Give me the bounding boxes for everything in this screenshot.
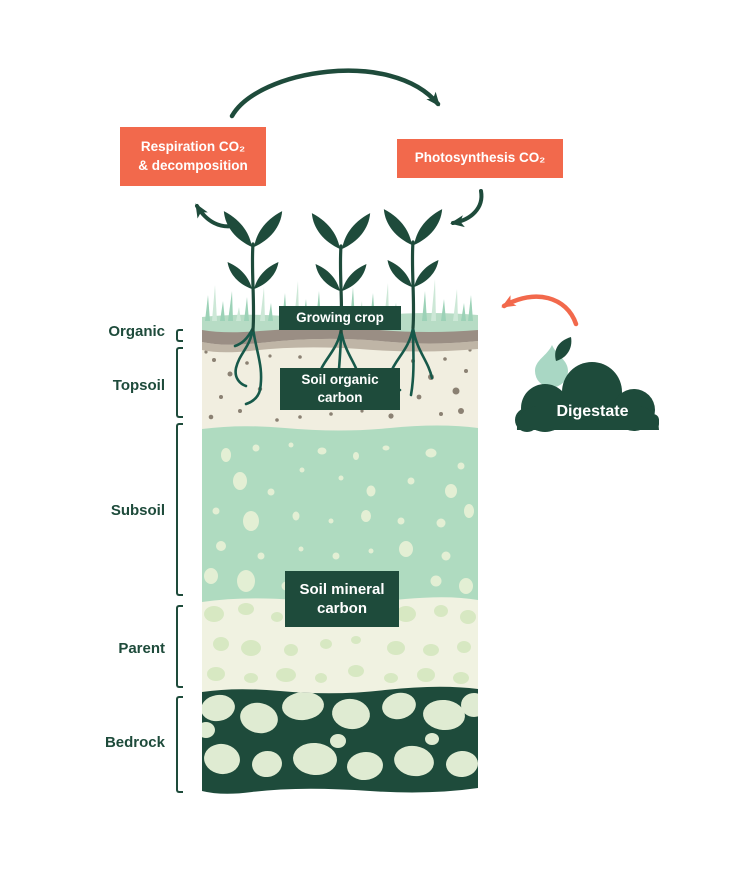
layer-label-topsoil: Topsoil	[112, 377, 165, 394]
layer-label-subsoil: Subsoil	[110, 502, 165, 519]
bracket-parent	[176, 605, 183, 688]
photosynthesis-box: Photosynthesis CO₂	[397, 139, 563, 178]
soil-column	[202, 313, 478, 794]
droplet-icon	[535, 345, 568, 388]
cycle-arrow-right	[450, 189, 484, 228]
digestate-mound-icon	[515, 362, 659, 432]
digestate-arrow	[501, 294, 579, 327]
cycle-arrows	[195, 68, 484, 229]
cycle-arrow-top	[229, 68, 441, 119]
bracket-bedrock	[176, 696, 183, 793]
bracket-topsoil	[176, 347, 183, 418]
subsoil-layer	[202, 425, 478, 612]
digestate-group	[501, 294, 659, 432]
cycle-arrow-left	[195, 203, 240, 229]
bracket-organic	[176, 329, 183, 342]
layer-label-parent: Parent	[118, 640, 165, 657]
layer-label-organic: Organic	[108, 323, 165, 340]
droplet-leaf-icon	[555, 337, 572, 361]
soil-organic-carbon-box: Soil organic carbon	[280, 368, 400, 410]
respiration-box: Respiration CO₂ & decomposition	[120, 127, 266, 186]
layer-label-bedrock: Bedrock	[104, 734, 165, 751]
growing-crop-box: Growing crop	[279, 306, 401, 330]
bracket-subsoil	[176, 423, 183, 596]
digestate-label: Digestate	[556, 403, 629, 420]
bedrock-rocks	[202, 691, 478, 781]
subsoil-blobs	[204, 442, 474, 596]
soil-mineral-carbon-box: Soil mineral carbon	[285, 571, 399, 627]
parent-layer	[202, 597, 478, 705]
